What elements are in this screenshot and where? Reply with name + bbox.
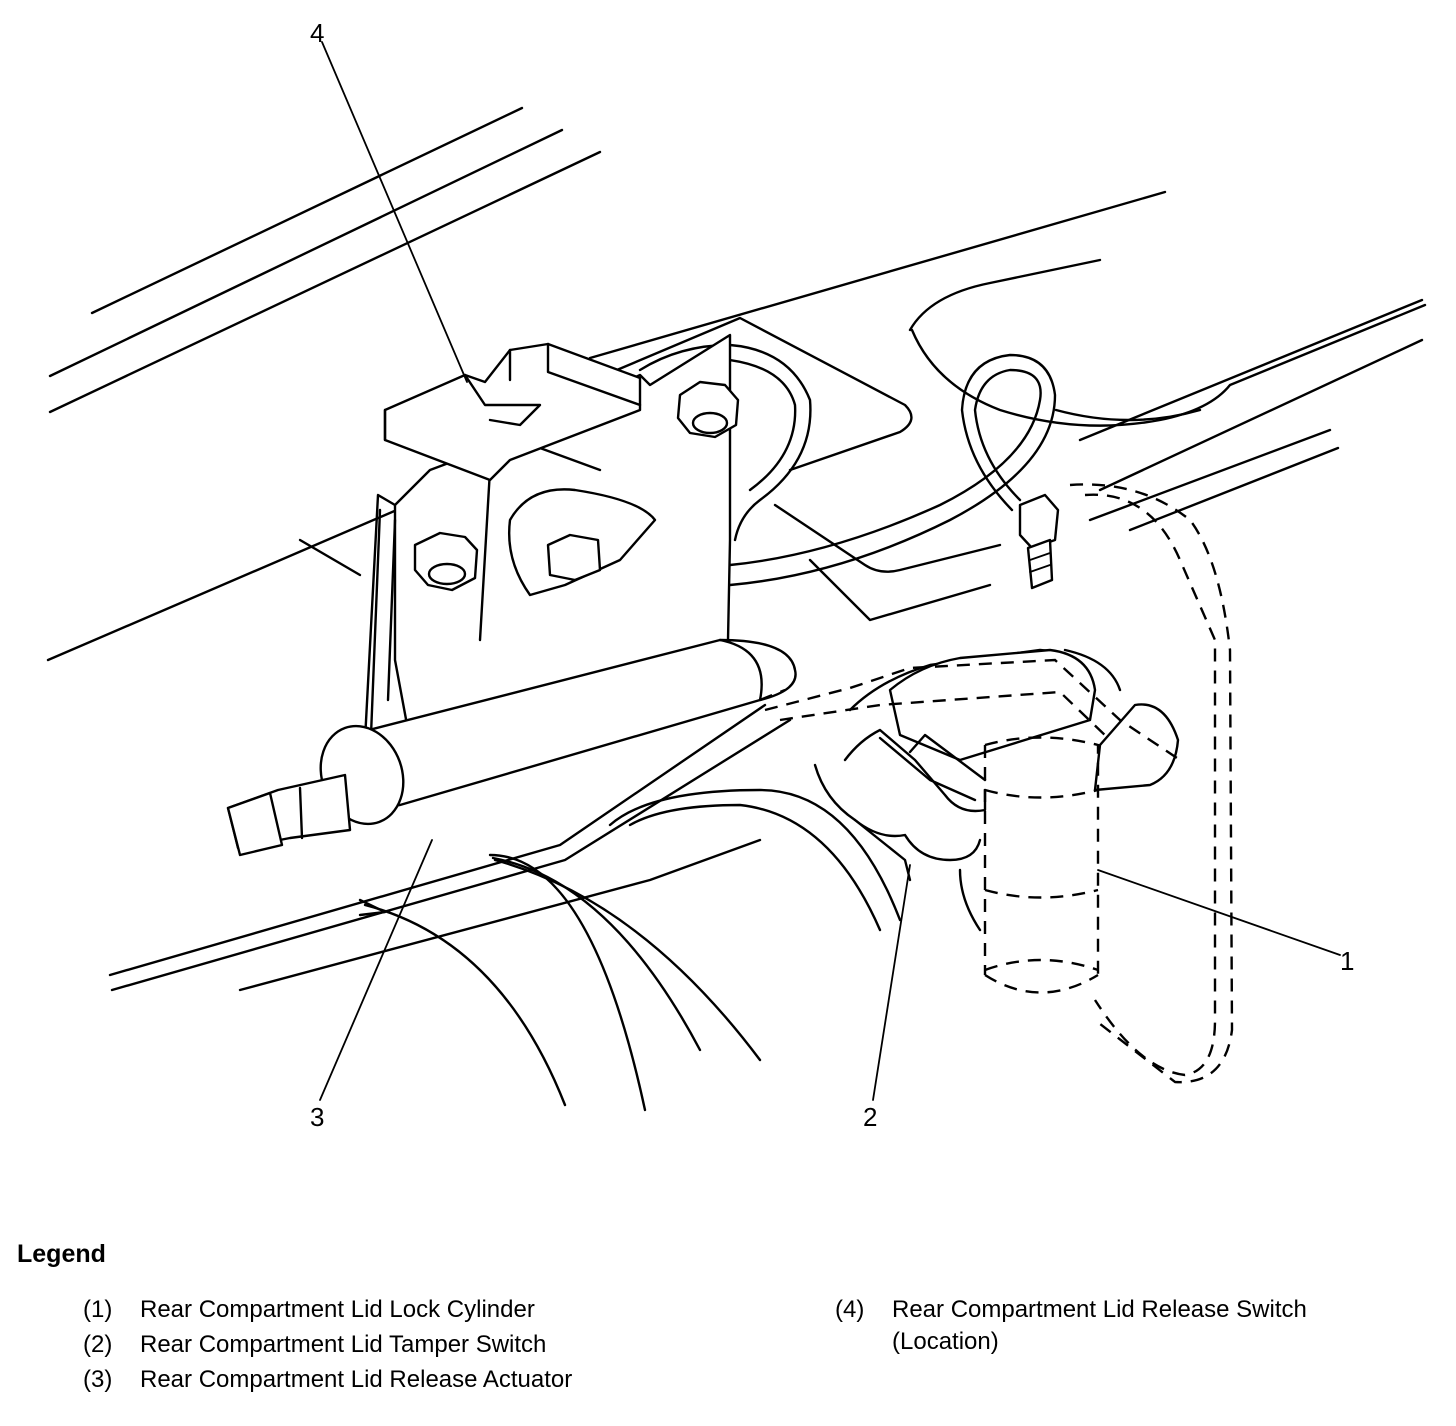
bolt-left bbox=[413, 531, 479, 592]
release-actuator bbox=[226, 638, 797, 857]
callout-2: 2 bbox=[863, 1102, 877, 1132]
deck-panel bbox=[298, 316, 1002, 622]
upper-panel-lines bbox=[46, 106, 1424, 662]
leader-line-1 bbox=[1097, 869, 1341, 956]
lock-cylinder-hidden bbox=[759, 483, 1234, 1084]
legend-item-number: (3) bbox=[83, 1366, 113, 1393]
wire-harness bbox=[638, 258, 1427, 587]
line-drawing: 4 1 3 2 bbox=[46, 18, 1427, 1132]
tamper-switch bbox=[813, 648, 1180, 932]
legend: Legend (1) Rear Compartment Lid Lock Cyl… bbox=[0, 1236, 1456, 1426]
leader-line-2 bbox=[872, 864, 911, 1101]
legend-item-text: (Location) bbox=[892, 1328, 999, 1355]
callout-3: 3 bbox=[310, 1102, 324, 1132]
bolt-upper bbox=[676, 380, 740, 439]
legend-item-text: Rear Compartment Lid Release Actuator bbox=[140, 1366, 573, 1393]
leader-lines bbox=[319, 41, 1341, 1101]
callout-1: 1 bbox=[1340, 946, 1354, 976]
leader-line-4 bbox=[321, 41, 468, 383]
legend-title: Legend bbox=[17, 1240, 106, 1268]
lower-body-lines bbox=[108, 703, 902, 1112]
actuator-bracket bbox=[226, 333, 797, 857]
harness-connector bbox=[1018, 493, 1060, 590]
leader-line-3 bbox=[319, 839, 433, 1101]
legend-item-number: (1) bbox=[83, 1296, 113, 1323]
legend-item-number: (4) bbox=[835, 1296, 865, 1323]
legend-item-text: Rear Compartment Lid Tamper Switch bbox=[140, 1331, 547, 1358]
legend-item-text: Rear Compartment Lid Release Switch bbox=[892, 1296, 1307, 1323]
callout-4: 4 bbox=[310, 18, 324, 48]
parts-illustration: 4 1 3 2 bbox=[46, 18, 1427, 1132]
release-switch-location bbox=[383, 342, 642, 482]
legend-item-4-continued: (Location) bbox=[892, 1325, 999, 1358]
legend-item-text: Rear Compartment Lid Lock Cylinder bbox=[140, 1296, 535, 1323]
legend-item-number: (2) bbox=[83, 1331, 113, 1358]
